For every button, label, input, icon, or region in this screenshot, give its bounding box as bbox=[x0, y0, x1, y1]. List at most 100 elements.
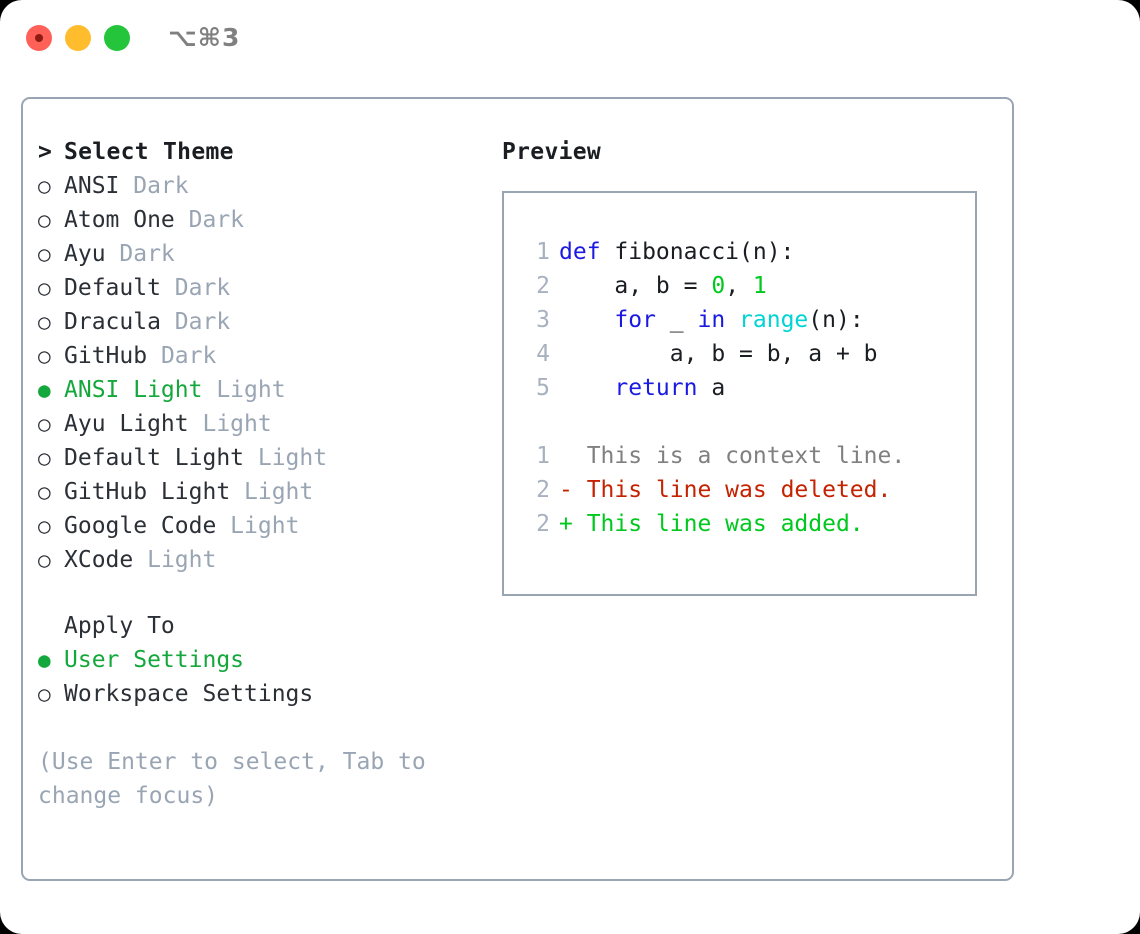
theme-name-label: Default bbox=[64, 275, 161, 301]
code-line: 1 def fibonacci(n): bbox=[504, 235, 975, 269]
code-line: 4 a, b = b, a + b bbox=[504, 337, 975, 371]
theme-variant-label: Light bbox=[230, 479, 314, 505]
preview-title: Preview bbox=[502, 139, 602, 165]
theme-name-label: Dracula bbox=[64, 309, 161, 335]
diff-line-number: 2 bbox=[536, 477, 550, 503]
code-token: a, b = b, a + b bbox=[559, 341, 878, 367]
apply-to-label: Apply To bbox=[64, 613, 175, 639]
theme-list-item[interactable]: ○ ANSI Dark bbox=[38, 169, 498, 203]
apply-to-option[interactable]: ○ Workspace Settings bbox=[38, 677, 498, 711]
theme-list-item[interactable]: ○Dracula Dark bbox=[38, 305, 498, 339]
code-line-number: 1 bbox=[536, 239, 550, 265]
theme-name-label: Google Code bbox=[64, 513, 217, 539]
code-line: 2 a, b = 0, 1 bbox=[504, 269, 975, 303]
radio-unselected-icon: ○ bbox=[38, 174, 51, 198]
theme-name-label: GitHub bbox=[64, 343, 148, 369]
diff-line-number: 2 bbox=[536, 511, 550, 537]
radio-selected-icon: ● bbox=[38, 378, 51, 402]
radio-unselected-icon: ○ bbox=[38, 276, 51, 300]
radio-unselected-icon: ○ bbox=[38, 682, 51, 706]
code-token: , bbox=[725, 273, 753, 299]
theme-name-label: Ayu bbox=[64, 241, 106, 267]
diff-line-number: 1 bbox=[536, 443, 550, 469]
diff-line: 1 This is a context line. bbox=[504, 439, 975, 473]
theme-list-item[interactable]: ○ Ayu Dark bbox=[38, 237, 498, 271]
prompt-caret-icon: > bbox=[38, 139, 53, 165]
code-token: a bbox=[697, 375, 726, 401]
radio-unselected-icon: ○ bbox=[38, 412, 51, 436]
radio-unselected-icon: ○ bbox=[38, 446, 51, 470]
theme-list-item[interactable]: ○ Default Light Light bbox=[38, 441, 498, 475]
apply-to-group: Apply To ●User Settings ○ Workspace Settin… bbox=[38, 609, 498, 711]
theme-name-label: Default Light bbox=[64, 445, 245, 471]
code-line: 5 return a bbox=[504, 371, 975, 405]
code-token bbox=[559, 375, 614, 401]
code-line-number: 5 bbox=[536, 375, 550, 401]
code-line-number: 2 bbox=[536, 273, 550, 299]
radio-unselected-icon: ○ bbox=[38, 344, 51, 368]
code-token: 0 bbox=[711, 273, 726, 299]
radio-unselected-icon: ○ bbox=[38, 548, 51, 572]
apply-to-option-label: Workspace Settings bbox=[64, 681, 314, 707]
theme-variant-label: Dark bbox=[147, 343, 217, 369]
apply-to-options: ●User Settings ○ Workspace Settings bbox=[38, 643, 498, 711]
theme-list-item[interactable]: ○ Default Dark bbox=[38, 271, 498, 305]
main-card: >Select Theme ○ANSI Dark○Atom One Dark○A… bbox=[21, 97, 1014, 881]
theme-variant-label: Dark bbox=[174, 207, 245, 233]
theme-variant-label: Light bbox=[244, 445, 328, 471]
theme-variant-label: Light bbox=[133, 547, 217, 573]
apply-to-option[interactable]: ●User Settings bbox=[38, 643, 498, 677]
diff-sign bbox=[559, 443, 573, 469]
radio-unselected-icon: ○ bbox=[38, 208, 51, 232]
theme-selection-pane: >Select Theme ○ANSI Dark○Atom One Dark○A… bbox=[38, 135, 498, 813]
code-token: 1 bbox=[752, 273, 767, 299]
theme-variant-label: Light bbox=[202, 377, 286, 403]
theme-list-item[interactable]: ○Google Code Light bbox=[38, 509, 498, 543]
radio-unselected-icon: ○ bbox=[38, 242, 51, 266]
theme-variant-label: Dark bbox=[119, 173, 189, 199]
diff-sign: + bbox=[559, 511, 573, 537]
theme-list-item[interactable]: ○Ayu Light Light bbox=[38, 407, 498, 441]
code-line-number: 4 bbox=[536, 341, 550, 367]
diff-text: This line was deleted. bbox=[572, 477, 892, 503]
minimize-window-button[interactable] bbox=[65, 25, 91, 51]
code-diff-spacer bbox=[504, 405, 975, 439]
traffic-light-group bbox=[26, 25, 130, 51]
code-token: def bbox=[559, 239, 601, 265]
theme-variant-label: Dark bbox=[160, 275, 231, 301]
code-token bbox=[725, 307, 739, 333]
theme-list-item[interactable]: ○ Atom One Dark bbox=[38, 203, 498, 237]
diff-line: 2 + This line was added. bbox=[504, 507, 975, 541]
theme-name-label: GitHub Light bbox=[64, 479, 231, 505]
theme-name-label: XCode bbox=[64, 547, 134, 573]
theme-variant-label: Dark bbox=[105, 241, 175, 267]
theme-list-item[interactable]: ○ XCode Light bbox=[38, 543, 498, 577]
help-text: (Use Enter to select, Tab to change focu… bbox=[38, 749, 426, 809]
code-token: range bbox=[739, 307, 809, 333]
theme-name-label: ANSI bbox=[64, 173, 120, 199]
keyboard-shortcut-label: ⌥⌘3 bbox=[168, 23, 241, 52]
radio-unselected-icon: ○ bbox=[38, 514, 51, 538]
maximize-window-button[interactable] bbox=[104, 25, 130, 51]
code-token bbox=[559, 307, 614, 333]
theme-list-item[interactable]: ○GitHub Light Light bbox=[38, 475, 498, 509]
apply-to-option-label: User Settings bbox=[64, 647, 245, 673]
theme-list-item[interactable]: ○ GitHub Dark bbox=[38, 339, 498, 373]
code-token: in bbox=[697, 307, 726, 333]
code-token: fibonacci(n): bbox=[600, 239, 795, 265]
theme-variant-label: Light bbox=[188, 411, 272, 437]
code-token: (n): bbox=[808, 307, 864, 333]
theme-list-item[interactable]: ●ANSI Light Light bbox=[38, 373, 498, 407]
theme-variant-label: Dark bbox=[160, 309, 231, 335]
diff-text: This line was added. bbox=[572, 511, 864, 537]
diff-sign: - bbox=[559, 477, 573, 503]
theme-name-label: Atom One bbox=[64, 207, 175, 233]
code-token: for bbox=[614, 307, 656, 333]
diff-text: This is a context line. bbox=[572, 443, 906, 469]
close-window-button[interactable] bbox=[26, 25, 52, 51]
diff-sample-block: 1 This is a context line. 2- This line wa… bbox=[504, 439, 975, 541]
theme-panel-title-label: Select Theme bbox=[64, 139, 234, 165]
